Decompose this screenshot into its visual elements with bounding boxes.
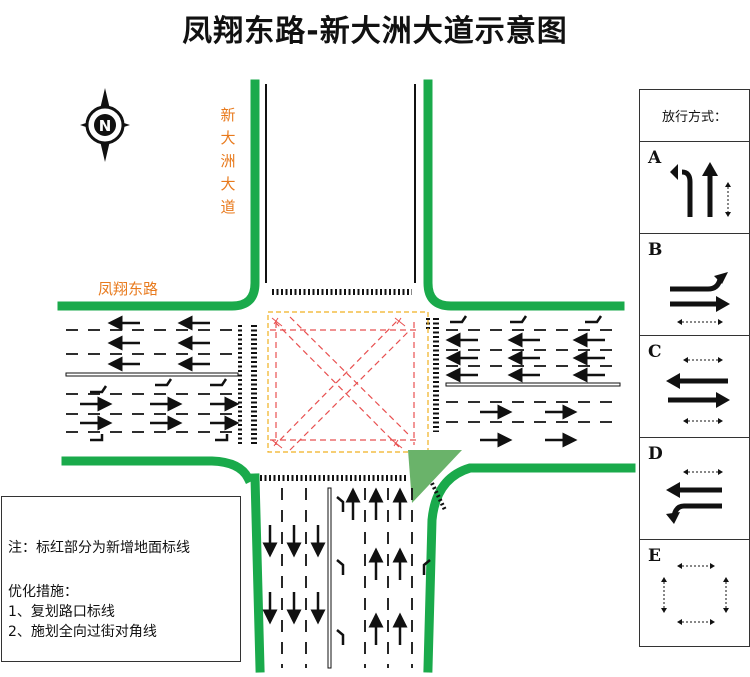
legend-letter-d: D [648,444,663,464]
compass-n-label: N [99,117,112,135]
legend-letter-a: A [648,148,662,168]
road-label-north-south: 新大洲大道 [220,106,236,216]
east-approach-lanes [446,329,620,423]
west-through-and-left-arrows-icon [666,469,723,524]
compass-icon: N [80,88,130,162]
legend-letter-b: B [648,240,663,260]
legend-title: 放行方式： [661,110,727,125]
page-title: 凤翔东路-新大洲大道示意图 [182,14,568,49]
all-pedestrian-crossing-icon [661,563,729,625]
note-line-3: 1、复划路口标线 [8,604,115,620]
south-approach-lanes [281,488,413,668]
note-line-2: 优化措施： [8,584,78,600]
north-left-and-through-arrows-icon [670,162,731,217]
note-line-1: 注：标红部分为新增地面标线 [8,540,190,556]
legend-phase-d: D [640,437,749,540]
east-west-through-arrows-icon [666,357,730,424]
legend-phase-e: E [640,539,749,647]
legend-letter-c: C [648,342,662,362]
legend-letter-e: E [648,546,661,566]
notes-box: 注：标红部分为新增地面标线 优化措施： 1、复划路口标线 2、施划全向过街对角线 [1,496,241,662]
road-curbs [57,79,636,673]
road-label-east-west: 凤翔东路 [98,280,159,298]
legend-phase-c: C [640,335,749,438]
east-through-and-left-arrows-icon [670,272,730,325]
new-markings [267,311,429,453]
note-line-4: 2、施划全向过街对角线 [8,624,157,640]
legend-phase-b: B [640,233,749,336]
west-approach-lanes [66,329,236,433]
crosswalks [251,289,439,481]
phase-legend: 放行方式： A B C [639,89,750,647]
legend-phase-a: A [640,141,749,234]
traffic-island [408,450,462,503]
